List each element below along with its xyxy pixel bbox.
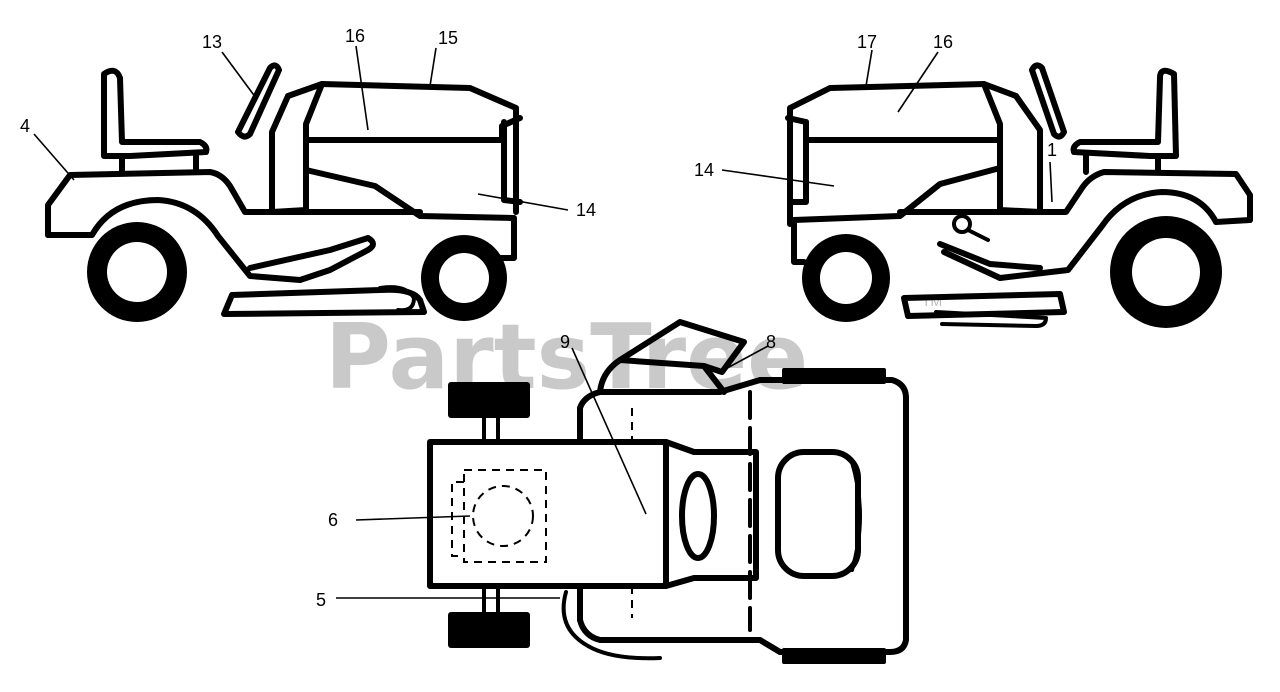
- mower-left-side-view: [45, 62, 523, 322]
- callout-13: 13: [202, 32, 222, 52]
- callout-14-right: 14: [694, 160, 714, 180]
- callout-16-right: 16: [933, 32, 953, 52]
- callout-1: 1: [1047, 140, 1057, 160]
- callout-9: 9: [560, 332, 570, 352]
- callout-17: 17: [857, 32, 877, 52]
- callout-15: 15: [438, 28, 458, 48]
- mower-top-view: [427, 319, 909, 664]
- callout-6: 6: [328, 510, 338, 530]
- callout-lines: [33, 45, 1053, 599]
- callout-8: 8: [766, 332, 776, 352]
- callout-4: 4: [20, 116, 30, 136]
- mower-right-side-view: [785, 62, 1253, 328]
- callout-16-left: 16: [345, 26, 365, 46]
- callout-14-left: 14: [576, 200, 596, 220]
- callout-5: 5: [316, 590, 326, 610]
